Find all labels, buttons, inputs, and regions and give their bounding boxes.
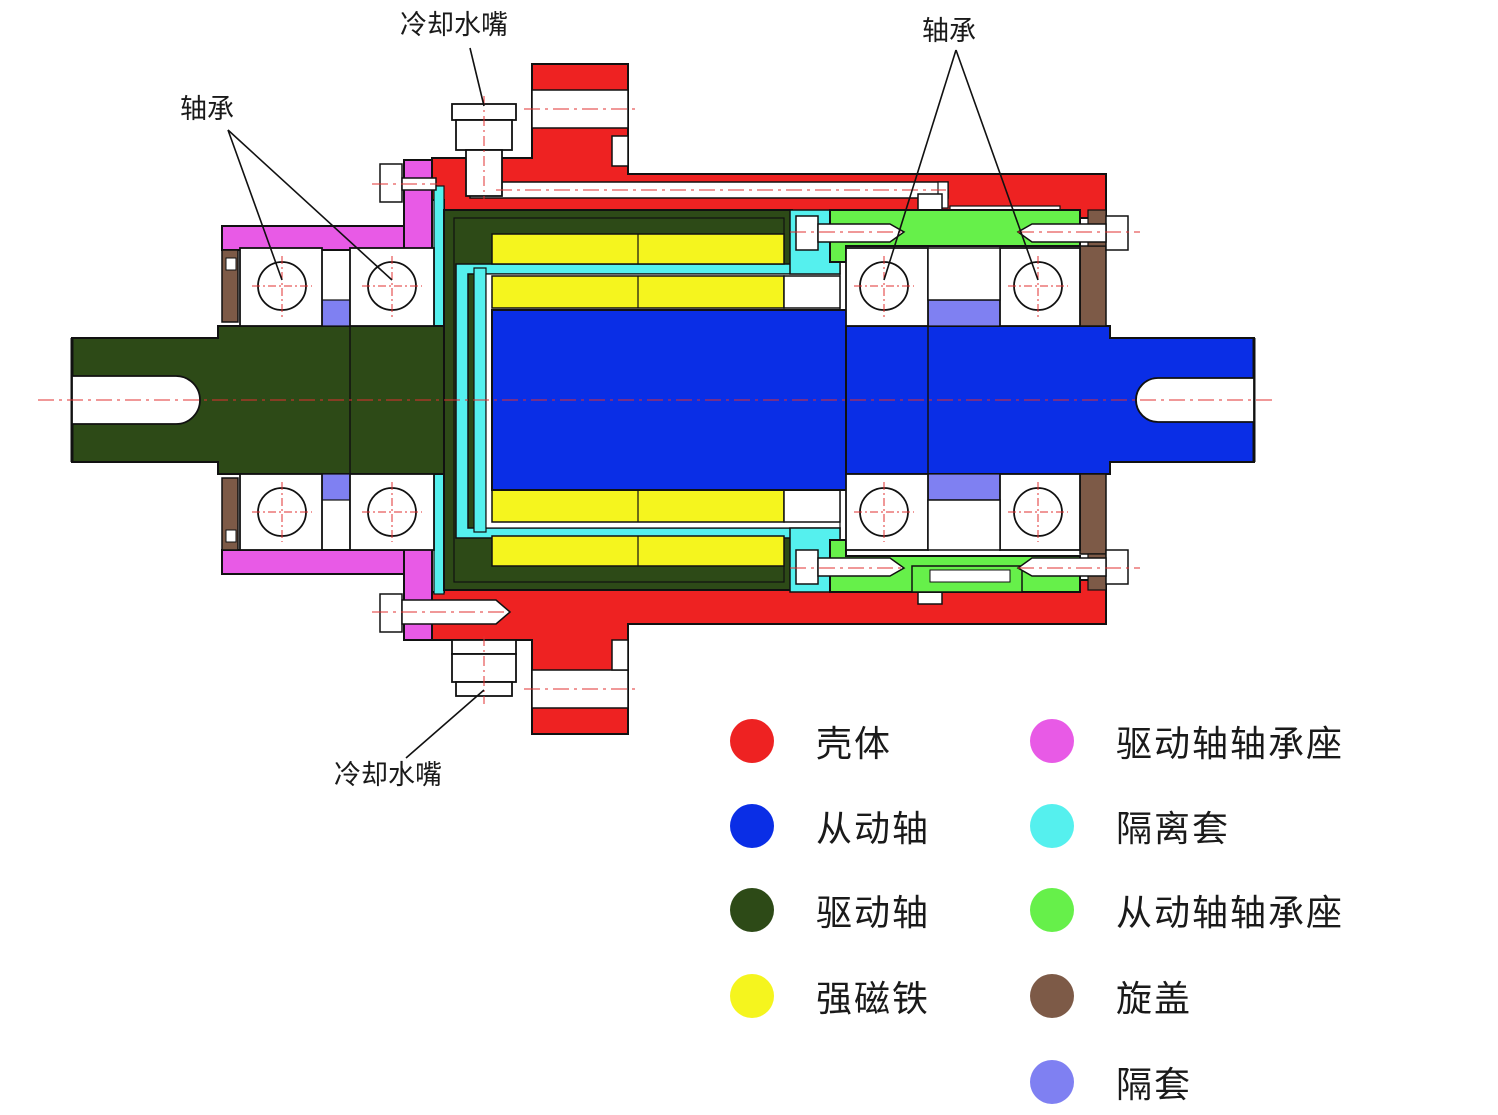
legend-swatch	[1030, 888, 1074, 932]
callout-bearing-right: 轴承	[922, 16, 976, 47]
legend-item: 驱动轴轴承座	[1030, 713, 1344, 769]
legend-item: 旋盖	[1030, 968, 1192, 1024]
legend-item: 从动轴	[730, 798, 930, 854]
legend-label: 隔套	[1116, 1065, 1193, 1106]
legend-label: 旋盖	[1116, 979, 1193, 1020]
legend-item: 壳体	[730, 713, 892, 769]
callout-nozzle-bottom: 冷却水嘴	[334, 760, 442, 791]
legend-item: 隔离套	[1030, 798, 1230, 854]
legend-swatch	[1030, 804, 1074, 848]
callout-bearing-left: 轴承	[180, 94, 234, 125]
legend-label: 隔离套	[1116, 809, 1231, 850]
screw-cap-left	[221, 249, 239, 551]
bearing-2	[349, 247, 435, 327]
bearing-5	[845, 247, 929, 327]
legend-swatch	[1030, 719, 1074, 763]
legend-item: 驱动轴	[730, 882, 930, 938]
coolant-nozzle-top	[451, 96, 517, 200]
legend-item: 隔套	[1030, 1054, 1192, 1110]
bearing-3	[239, 473, 323, 551]
legend-item: 强磁铁	[730, 968, 930, 1024]
bearing-6	[999, 247, 1081, 327]
callout-nozzle-top: 冷却水嘴	[400, 10, 508, 41]
legend-item: 从动轴轴承座	[1030, 882, 1344, 938]
legend-swatch	[730, 974, 774, 1018]
legend-swatch	[730, 888, 774, 932]
coolant-nozzle-bottom	[451, 636, 517, 704]
magnets	[491, 233, 841, 567]
legend-swatch	[730, 804, 774, 848]
legend-label: 驱动轴轴承座	[1116, 724, 1345, 765]
centerlines	[38, 108, 1275, 690]
legend-label: 壳体	[816, 724, 893, 765]
legend-label: 强磁铁	[816, 979, 931, 1020]
legend-swatch	[1030, 974, 1074, 1018]
bearings	[239, 247, 1081, 551]
bolts	[379, 163, 1129, 633]
legend-label: 从动轴	[816, 809, 931, 850]
legend-swatch	[1030, 1060, 1074, 1104]
bearing-1	[239, 247, 323, 327]
legend-label: 从动轴轴承座	[1116, 893, 1345, 934]
housing-body-bottom	[431, 579, 1107, 735]
callout-leaders	[227, 47, 1039, 759]
housing	[431, 63, 1107, 735]
legend-swatch	[730, 719, 774, 763]
legend-label: 驱动轴	[816, 893, 931, 934]
